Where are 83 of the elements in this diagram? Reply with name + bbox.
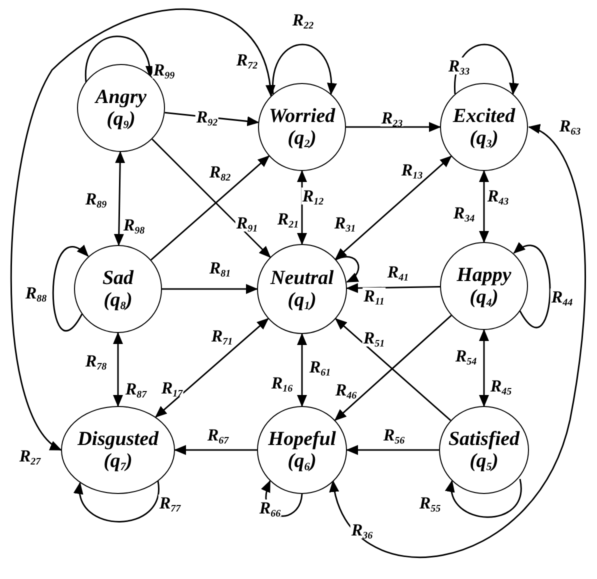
edge-label: R$_{13}$ bbox=[400, 162, 424, 178]
edge-label: R$_{45}$ bbox=[489, 378, 513, 394]
state-name: Satisfied bbox=[448, 428, 520, 450]
rate-label: R$_{54}$ bbox=[454, 348, 478, 364]
rate-label: R$_{89}$ bbox=[84, 190, 108, 208]
state-symbol: (q$_{5}$) bbox=[470, 450, 498, 472]
edge-label: R$_{98}$ bbox=[122, 216, 146, 234]
transition-arrow bbox=[479, 329, 489, 407]
edge-label: R$_{11}$ bbox=[362, 288, 386, 304]
edge-label: R$_{22}$ bbox=[291, 12, 315, 28]
state-symbol: (q$_{9}$) bbox=[106, 108, 136, 130]
self-loop-arrow bbox=[513, 243, 551, 328]
edge-label: R$_{34}$ bbox=[452, 204, 476, 222]
transition-arrow bbox=[346, 445, 439, 455]
rate-label: R$_{12}$ bbox=[301, 188, 325, 204]
rate-label: R$_{78}$ bbox=[84, 352, 108, 370]
transition-arrow bbox=[150, 155, 270, 260]
edge-label: R$_{23}$ bbox=[380, 110, 404, 126]
state-symbol: (q$_{2}$) bbox=[288, 127, 316, 149]
state-name: Happy bbox=[456, 264, 512, 286]
state-name: Angry bbox=[95, 86, 147, 108]
transition-arrow bbox=[334, 156, 452, 260]
edge-label: R$_{66}$ bbox=[258, 500, 282, 516]
edge-label: R$_{33}$ bbox=[447, 58, 471, 74]
edge-label: R$_{82}$ bbox=[208, 164, 232, 180]
edge-label: R$_{51}$ bbox=[362, 330, 386, 346]
transition-arrow bbox=[10, 8, 274, 451]
transition-arrow bbox=[154, 318, 269, 418]
state-name: Hopeful bbox=[268, 428, 336, 450]
edge-label: R$_{55}$ bbox=[418, 494, 442, 512]
edge-label: R$_{44}$ bbox=[550, 288, 574, 306]
state-symbol: (q$_{8}$) bbox=[104, 289, 132, 311]
rate-label: R$_{36}$ bbox=[350, 522, 374, 538]
self-loop-arrow bbox=[334, 256, 360, 283]
state-name: Worried bbox=[268, 105, 336, 127]
transition-arrow bbox=[164, 112, 260, 126]
edge-label: R$_{21}$ bbox=[276, 210, 300, 228]
edge-label: R$_{46}$ bbox=[334, 382, 358, 398]
edge-label: R$_{56}$ bbox=[382, 426, 406, 444]
state-symbol: (q$_{6}$) bbox=[288, 450, 316, 472]
edge-label: R$_{63}$ bbox=[558, 118, 582, 134]
edge-label: R$_{41}$ bbox=[386, 264, 410, 280]
transition-arrow bbox=[346, 283, 440, 294]
edge-label: R$_{17}$ bbox=[160, 380, 184, 396]
self-loop-arrow bbox=[52, 245, 89, 332]
transition-arrow bbox=[162, 284, 258, 294]
rate-label: R$_{27}$ bbox=[18, 448, 42, 464]
self-loop-arrow bbox=[85, 36, 154, 82]
self-loop-arrow bbox=[446, 478, 522, 518]
state-name: Disgusted bbox=[77, 428, 159, 450]
edge-label: R$_{72}$ bbox=[235, 52, 259, 68]
edge-label: R$_{99}$ bbox=[152, 62, 176, 78]
state-symbol: (q$_{4}$) bbox=[470, 286, 498, 308]
transition-arrow bbox=[152, 138, 271, 258]
state-name: Excited bbox=[452, 105, 516, 127]
rate-label: R$_{71}$ bbox=[210, 328, 234, 344]
state-symbol: (q$_{3}$) bbox=[470, 127, 498, 149]
edge-label: R$_{77}$ bbox=[158, 494, 182, 512]
transition-arrow bbox=[297, 333, 307, 407]
self-loop-arrow bbox=[75, 480, 160, 522]
transition-arrow bbox=[113, 332, 123, 407]
edge-label: R$_{88}$ bbox=[24, 284, 48, 302]
transition-arrow bbox=[330, 126, 586, 558]
self-loop-arrow bbox=[272, 44, 336, 95]
transition-arrow bbox=[174, 445, 257, 455]
edge-label: R$_{87}$ bbox=[124, 380, 148, 398]
transition-arrow bbox=[346, 122, 441, 132]
rate-label: R$_{61}$ bbox=[308, 358, 332, 376]
edge-label: R$_{67}$ bbox=[206, 426, 230, 444]
edge-label: R$_{91}$ bbox=[235, 214, 259, 232]
edge-label: R$_{16}$ bbox=[270, 374, 294, 392]
edge-label: R$_{92}$ bbox=[195, 108, 219, 126]
state-symbol: (q$_{1}$) bbox=[288, 289, 316, 311]
rate-label: R$_{31}$ bbox=[333, 214, 357, 232]
self-loop-arrow bbox=[454, 44, 518, 95]
transition-arrow bbox=[114, 151, 126, 246]
transition-arrow bbox=[479, 170, 489, 243]
transition-arrow bbox=[297, 170, 307, 245]
state-name: Neutral bbox=[270, 267, 334, 289]
state-symbol: (q$_{7}$) bbox=[104, 450, 132, 472]
edge-label: R$_{81}$ bbox=[208, 260, 232, 276]
rate-label: R$_{43}$ bbox=[486, 188, 510, 204]
state-name: Sad bbox=[102, 267, 134, 289]
